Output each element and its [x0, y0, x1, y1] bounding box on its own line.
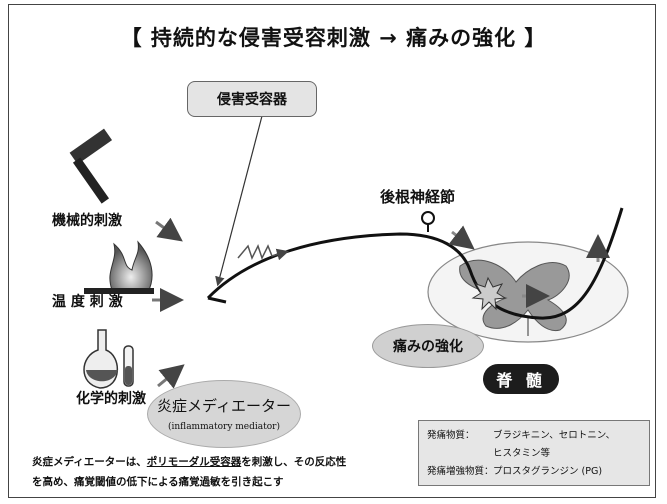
- legend-value-1b: ヒスタミン等: [493, 448, 551, 459]
- description-underlined: ポリモーダル受容器: [146, 456, 242, 468]
- dorsal-root-ganglion-label: 後根神経節: [380, 188, 456, 206]
- description-line2: を高め、痛覚閾値の低下による痛覚過敏を引き起こす: [32, 476, 284, 488]
- synapse-star-icon: [471, 276, 507, 311]
- cord-arrows: [448, 225, 610, 308]
- description-part-b: を刺激し、その反応性: [241, 456, 347, 468]
- receptor-pointer: [215, 115, 263, 287]
- thermal-stimulus-label: 温 度 刺 激: [52, 294, 123, 310]
- mediator-label-en: (inflammatory mediator): [168, 422, 280, 432]
- description-text: 炎症メディエーターは、ポリモーダル受容器を刺激し、その反応性 を高め、痛覚閾値の…: [32, 452, 432, 492]
- mediator-label-jp: 炎症メディエーター: [157, 397, 291, 415]
- nociceptor-label-box: 侵害受容器: [187, 81, 317, 117]
- pain-strengthening-label: 痛みの強化: [372, 324, 484, 368]
- spinal-cord-label: 脊 髄: [483, 364, 559, 394]
- stimulus-arrows: [152, 217, 185, 389]
- nerve-fiber: [206, 207, 624, 320]
- chemical-stimulus-label: 化学的刺激: [76, 391, 146, 407]
- substance-legend-box: 発痛物質： ブラジキニン、セロトニン、 ヒスタミン等 発痛増強物質：プロスタグラン…: [418, 420, 650, 486]
- flame-icon: [84, 240, 154, 294]
- mechanical-stimulus-label: 機械的刺激: [52, 213, 122, 229]
- legend-value-2: プロスタグランジン (PG): [493, 466, 603, 477]
- flask-icon: [83, 329, 134, 389]
- diagram-title: 【 持続的な侵害受容刺激 → 痛みの強化 】: [120, 26, 547, 50]
- description-part-a: 炎症メディエーターは、: [32, 456, 147, 468]
- legend-key-1: 発痛物質：: [427, 430, 475, 441]
- hammer-icon: [69, 128, 113, 204]
- signal-squiggle: [237, 244, 289, 261]
- legend-key-2: 発痛増強物質：: [427, 466, 494, 477]
- legend-value-1: ブラジキニン、セロトニン、: [493, 430, 616, 441]
- inflammatory-mediator-ellipse: 炎症メディエーター (inflammatory mediator): [147, 380, 301, 448]
